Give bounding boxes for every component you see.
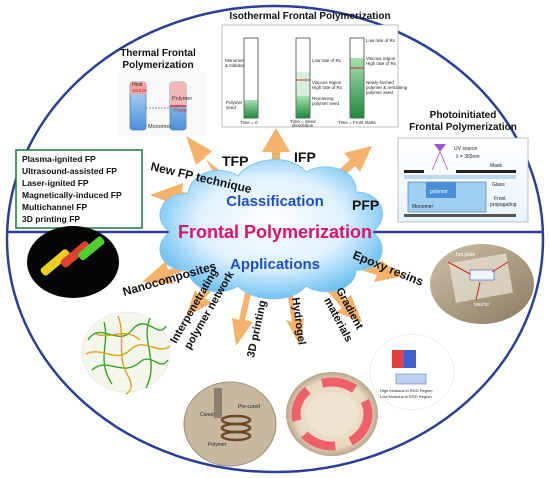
iso-viscous-2: High rate of Rx bbox=[312, 85, 343, 90]
iso-remaining-1: Remaining bbox=[312, 96, 334, 101]
photo-glass: Glass bbox=[492, 182, 505, 188]
outer-ring bbox=[5, 4, 545, 474]
hydrogel-image bbox=[286, 372, 378, 456]
thermal-panel: Heat source Polymer Front Monomer bbox=[118, 72, 206, 136]
gradient-high: High Modulus in RGD Region bbox=[380, 388, 432, 393]
3d-printing-image: Pre-cured Cured Polymer bbox=[183, 381, 277, 467]
iso-low-rate: Low rate of Rx bbox=[312, 58, 342, 63]
photo-front-1: Front bbox=[494, 196, 506, 202]
printing-polymer: Polymer bbox=[208, 442, 227, 448]
tfp-label: TFP bbox=[222, 153, 248, 169]
iso-viscous-3b: High rate of Rx bbox=[366, 61, 397, 66]
epoxy-image: hot plate source bbox=[430, 244, 534, 324]
classification-label: Classification bbox=[226, 193, 324, 210]
thermal-title-2: Polymerization bbox=[122, 60, 193, 71]
thermal-front: Front bbox=[174, 108, 187, 114]
new-fp-item: 3D printing FP bbox=[22, 214, 80, 224]
new-fp-box bbox=[15, 149, 143, 229]
new-fp-item: Laser-ignited FP bbox=[22, 178, 89, 188]
iso-newly-1: Newly-formed bbox=[366, 80, 394, 85]
isothermal-title: Isothermal Frontal Polymerization bbox=[229, 11, 390, 22]
iso-time-seed-1: Time = Seed bbox=[290, 119, 316, 124]
printing-cured: Cured bbox=[200, 412, 214, 418]
iso-newly-2: polymer & remaining bbox=[366, 85, 408, 90]
photo-title-2: Frontal Polymerization bbox=[409, 122, 517, 133]
iso-seed-2: seed bbox=[226, 105, 236, 110]
iso-remaining-2: polymer seed bbox=[312, 101, 340, 106]
gradient-image: High Modulus in RGD Region Low Modulus i… bbox=[369, 333, 455, 411]
isothermal-panel: Monomer & Initiator Polymer seed Low rat… bbox=[221, 24, 408, 128]
new-fp-item: Magnetically-induced FP bbox=[22, 190, 122, 200]
center-title: Frontal Polymerization bbox=[178, 222, 372, 242]
arrow-ifp bbox=[262, 128, 290, 178]
3d-printing-label: 3D printing bbox=[245, 299, 269, 358]
iso-monomer-1: Monomer bbox=[225, 58, 245, 63]
photo-front-2: propagating bbox=[490, 202, 517, 208]
new-fp-item: Plasma-ignited FP bbox=[22, 154, 96, 164]
applications-label: Applications bbox=[230, 256, 320, 273]
iso-viscous-1: Viscous region bbox=[312, 80, 342, 85]
iso-time-seed-2: dissolution bbox=[292, 123, 314, 128]
center-cloud bbox=[159, 159, 384, 300]
hydrogel-label: Hydrogel bbox=[289, 297, 308, 346]
new-fp-item: Ultrasound-assisted FP bbox=[22, 166, 117, 176]
photo-lambda: λ = 365nm bbox=[456, 154, 480, 160]
photo-panel: UV source λ = 365nm Mask Glass polymer M… bbox=[397, 137, 529, 223]
printing-fixed: Pre-cured bbox=[238, 404, 260, 410]
photo-monomer: Monomer bbox=[412, 204, 433, 210]
nanocomposites-image bbox=[27, 226, 119, 298]
iso-newly-3: polymer seed bbox=[366, 90, 394, 95]
iso-time0: Time = 0 bbox=[240, 120, 258, 125]
thermal-polymer: Polymer bbox=[172, 96, 192, 102]
pfp-label: PFP bbox=[352, 197, 379, 213]
thermal-heat: Heat bbox=[132, 82, 143, 88]
new-fp-item: Multichannel FP bbox=[22, 202, 88, 212]
thermal-monomer: Monomer bbox=[148, 124, 171, 130]
epoxy-hot: hot plate bbox=[456, 252, 475, 258]
ifp-label: IFP bbox=[294, 149, 316, 165]
photo-mask: Mask bbox=[490, 163, 502, 169]
iso-time-front: Time = Front starts bbox=[338, 120, 376, 125]
photo-polymer: polymer bbox=[430, 189, 448, 195]
iso-seed-1: Polymer bbox=[226, 100, 243, 105]
gradient-low: Low Modulus in RGD Region bbox=[380, 394, 432, 399]
photo-uv: UV source bbox=[454, 146, 478, 152]
iso-monomer-2: & Initiator bbox=[225, 63, 245, 68]
ipn-image bbox=[81, 311, 171, 395]
iso-low-rate-3: Low rate of Rx bbox=[366, 38, 396, 43]
thermal-title-1: Thermal Frontal bbox=[120, 48, 196, 59]
epoxy-source: source bbox=[474, 302, 489, 308]
thermal-source: source bbox=[132, 88, 147, 94]
iso-viscous-3a: Viscous region bbox=[366, 56, 396, 61]
uv-source-icon bbox=[434, 144, 446, 152]
photo-title-1: Photoinitiated bbox=[430, 110, 497, 121]
